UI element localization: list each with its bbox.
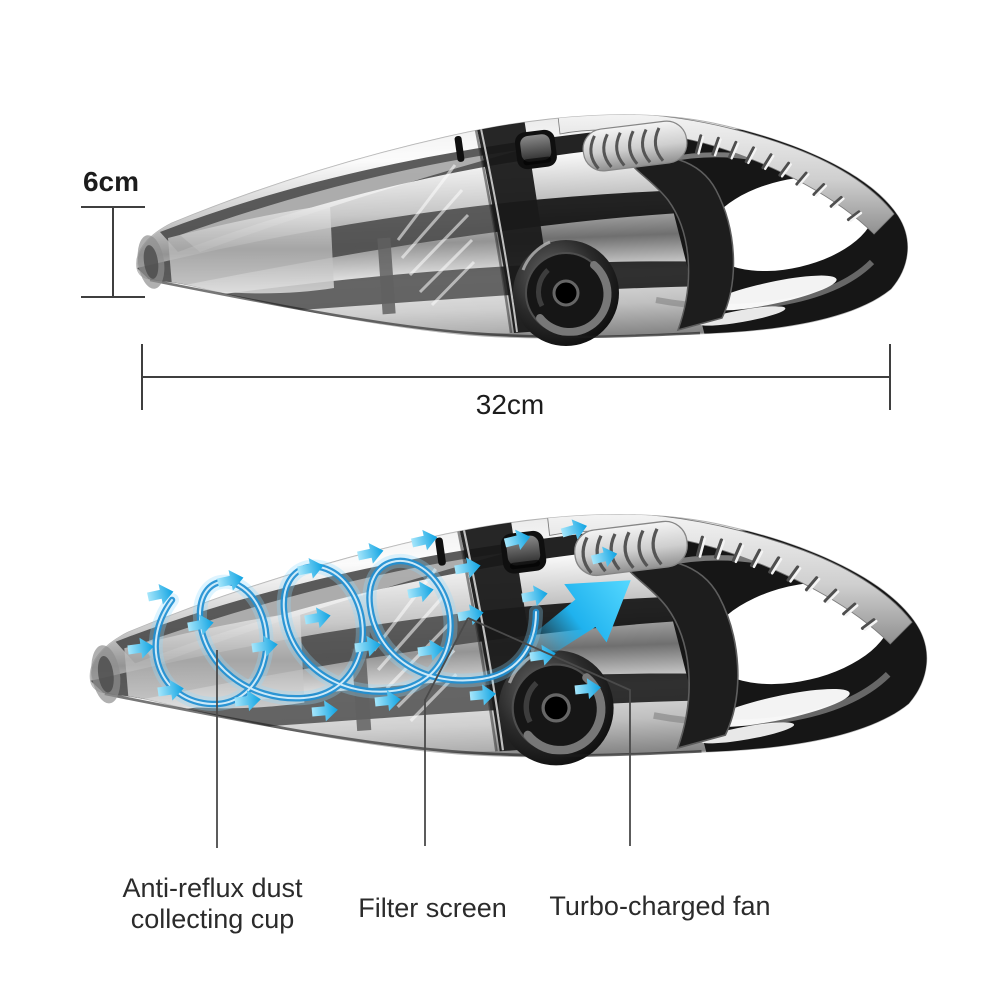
- label-dust-cup: Anti-reflux dust collecting cup: [80, 873, 345, 935]
- label-turbo-fan: Turbo-charged fan: [549, 891, 771, 921]
- leader-filter: [424, 617, 469, 846]
- label-dust-cup-line2: collecting cup: [130, 904, 295, 934]
- airflow-big-arrow: [524, 580, 631, 663]
- label-dust-cup-line1: Anti-reflux dust: [122, 873, 303, 903]
- label-filter-screen: Filter screen: [358, 893, 507, 923]
- leader-lines: [216, 617, 631, 848]
- vacuum-top-view: [134, 113, 930, 346]
- height-dimension: [81, 206, 145, 298]
- height-dimension-label: 6cm: [82, 166, 140, 197]
- length-dimension-label: 32cm: [475, 389, 545, 420]
- length-dimension: [141, 344, 891, 410]
- leader-fan: [467, 617, 631, 846]
